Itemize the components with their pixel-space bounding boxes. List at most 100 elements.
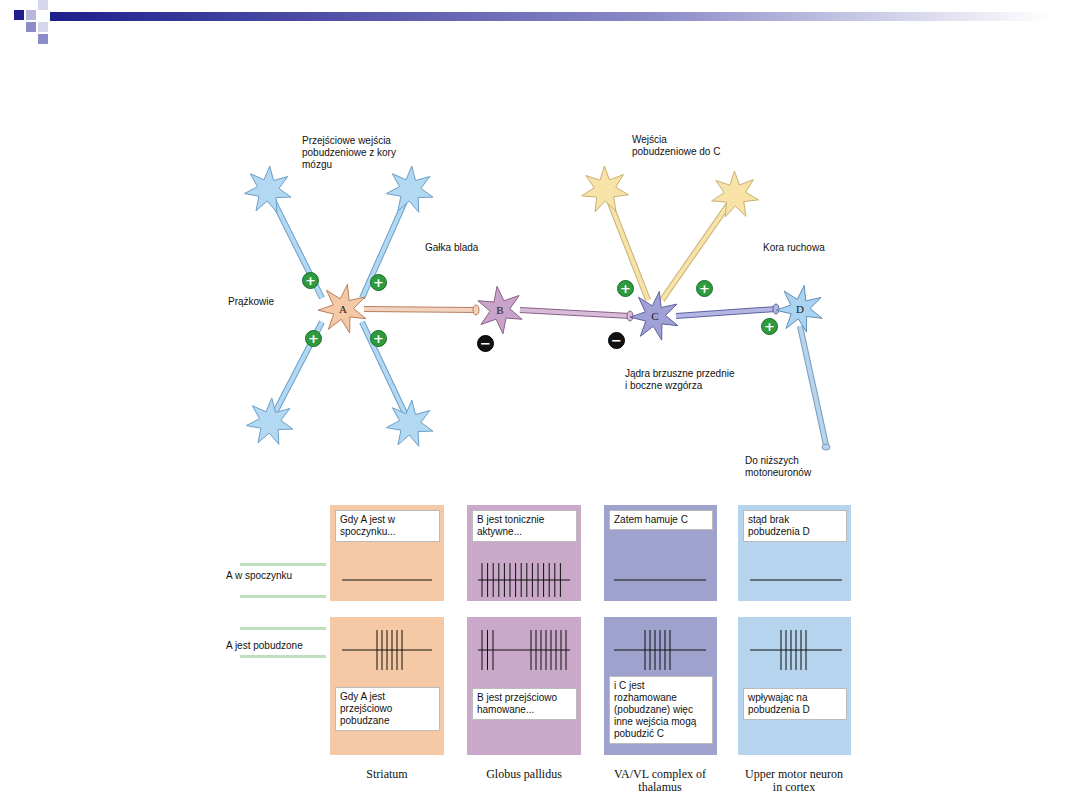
spike	[402, 630, 403, 670]
note-box: Gdy A jest przejściowo pobudzane	[335, 687, 440, 731]
spike	[546, 630, 547, 670]
spike	[498, 563, 499, 597]
input-axon	[270, 322, 322, 422]
neuron-soma	[478, 286, 522, 334]
trace-baseline	[750, 580, 842, 581]
spike	[521, 563, 522, 597]
spike	[645, 630, 646, 670]
neuron-body: B	[480, 292, 520, 328]
input-neuron	[386, 400, 433, 446]
spike	[556, 630, 557, 670]
header-square	[38, 0, 48, 10]
axon-outline	[520, 310, 630, 316]
column-label: Striatum	[330, 768, 444, 781]
spike	[526, 563, 527, 597]
note-box: wpływając na pobudzenia D	[743, 688, 847, 720]
spike	[650, 630, 651, 670]
spike	[543, 563, 544, 597]
note-box: B jest tonicznie aktywne...	[472, 510, 577, 542]
excitatory-sign: +	[370, 274, 387, 291]
input-neuron	[712, 171, 759, 217]
input-neurons	[244, 166, 758, 446]
spike	[541, 630, 542, 670]
axon-connector	[364, 305, 479, 315]
header-square	[38, 22, 48, 32]
spike	[382, 630, 383, 670]
neuron-body: A	[322, 290, 364, 328]
neuron-letter: C	[651, 310, 658, 322]
spike	[655, 630, 656, 670]
spike	[392, 630, 393, 670]
spike-traces	[342, 563, 842, 670]
column-label: Globus pallidus	[467, 768, 581, 781]
note-text: B jest tonicznie aktywne...	[477, 514, 544, 537]
excitatory-sign: +	[370, 330, 387, 347]
neuron-letter: D	[796, 303, 804, 315]
spike	[806, 630, 807, 670]
annotation-label: Wejścia pobudzeniowe do C	[632, 134, 722, 158]
spike	[536, 630, 537, 670]
excitatory-sign: +	[761, 318, 778, 335]
annotation-label: Jądra brzuszne przednie i boczne wzgórza	[625, 368, 735, 392]
excitatory-sign: +	[617, 280, 634, 297]
note-text: i C jest rozhamowane (pobudzane) więc in…	[614, 680, 696, 739]
note-box: B jest przejściowo hamowane...	[472, 688, 577, 720]
header-bar	[50, 12, 1050, 21]
neuron-body: D	[780, 290, 820, 328]
neuron-body: C	[634, 298, 676, 334]
axon-core	[520, 310, 630, 316]
column-label: Upper motor neuron in cortex	[744, 768, 844, 794]
spike	[801, 630, 802, 670]
annotation-label: A jest pobudzone	[226, 640, 326, 652]
spike	[796, 630, 797, 670]
spike	[532, 563, 533, 597]
trace-panels	[240, 505, 851, 755]
annotation-label: Do niższych motoneuronów	[745, 455, 845, 479]
spike	[387, 630, 388, 670]
axon-outline	[364, 309, 476, 310]
spike	[377, 630, 378, 670]
input-neuron	[244, 166, 291, 212]
annotation-label: Kora ruchowa	[763, 242, 843, 254]
spike	[482, 563, 483, 597]
neuron-soma	[630, 291, 678, 340]
axon-core	[364, 309, 476, 310]
annotation-label: Prążkowie	[228, 296, 298, 308]
note-text: Zatem hamuje C	[614, 514, 688, 525]
annotation-label: Gałka blada	[425, 242, 505, 254]
input-axon	[662, 195, 735, 300]
note-box: Zatem hamuje C	[609, 510, 713, 530]
spike	[786, 630, 787, 670]
spike	[566, 630, 567, 670]
neuron-soma	[318, 284, 366, 333]
spike	[561, 630, 562, 670]
note-text: wpływając na pobudzenia D	[748, 692, 810, 715]
trace-baseline	[614, 580, 706, 581]
trace-baseline	[478, 580, 570, 581]
axon-connector	[520, 310, 633, 321]
note-text: Gdy A jest przejściowo pobudzane	[340, 691, 392, 726]
spike	[487, 563, 488, 597]
excitatory-sign: +	[696, 280, 713, 297]
spike	[482, 630, 483, 670]
excitatory-sign: +	[302, 272, 319, 289]
header-square	[26, 10, 36, 20]
spike	[560, 563, 561, 597]
excitatory-sign: +	[305, 330, 322, 347]
axon-terminal	[822, 444, 830, 450]
motor-axon	[800, 326, 826, 445]
column-label: VA/VL complex of thalamus	[610, 768, 710, 794]
header-square	[38, 34, 48, 44]
input-axon	[662, 195, 735, 300]
spike	[791, 630, 792, 670]
axon-outline	[676, 309, 776, 316]
spike	[504, 563, 505, 597]
header-square	[14, 10, 24, 20]
input-axon	[270, 322, 322, 422]
note-box: i C jest rozhamowane (pobudzane) więc in…	[609, 676, 713, 744]
spike	[538, 563, 539, 597]
spike	[510, 563, 511, 597]
axon-connector	[676, 304, 779, 316]
note-text: B jest przejściowo hamowane...	[477, 692, 557, 715]
